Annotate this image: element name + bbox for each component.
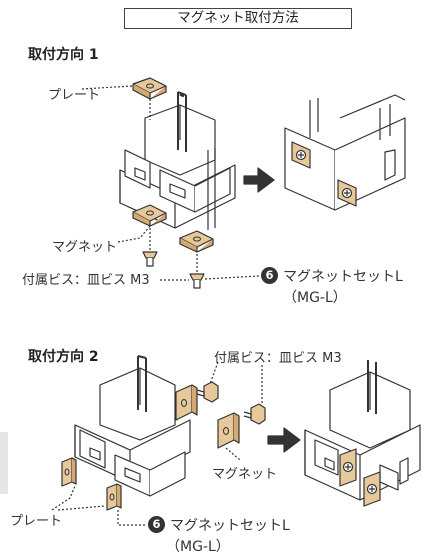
s2-assembled-bracket: [304, 360, 421, 507]
s1-assembled-bracket: [284, 94, 406, 211]
s2-exploded-bracket: [74, 355, 191, 497]
section2-heading: 取付方向 2: [28, 349, 99, 365]
s2-plates: [51, 457, 146, 526]
page-edge-tab: [0, 432, 8, 494]
section1-set-number-badge: 6: [261, 267, 278, 284]
section2-label-plate: プレート: [10, 514, 63, 529]
s1-exploded-bracket: [119, 91, 236, 230]
s1-magnets: [117, 204, 214, 253]
section1-label-magnet: マグネット: [52, 240, 118, 255]
section2-set-number-badge: 6: [148, 516, 165, 533]
s1-screws: [142, 228, 260, 289]
s2-magnets: [175, 384, 241, 461]
section1-heading: 取付方向 1: [28, 47, 99, 63]
section2-label-magnet: マグネット: [212, 467, 278, 482]
section2-set-code: （MG-L）: [166, 539, 230, 555]
s2-arrow: [267, 427, 301, 453]
s1-arrow: [243, 167, 275, 193]
section1-label-plate: プレート: [48, 88, 101, 103]
section2-label-screw: 付属ビス：皿ビス M3: [214, 351, 342, 366]
s1-plate: [81, 77, 167, 120]
s2-screws: [196, 361, 266, 425]
page-title: マグネット取付方法: [124, 8, 352, 29]
section1-label-screw: 付属ビス：皿ビス M3: [22, 273, 150, 288]
section1-set-name: マグネットセットL: [283, 269, 403, 285]
section1-set-code: （MG-L）: [283, 290, 347, 306]
section2-set-name: マグネットセットL: [170, 518, 290, 534]
